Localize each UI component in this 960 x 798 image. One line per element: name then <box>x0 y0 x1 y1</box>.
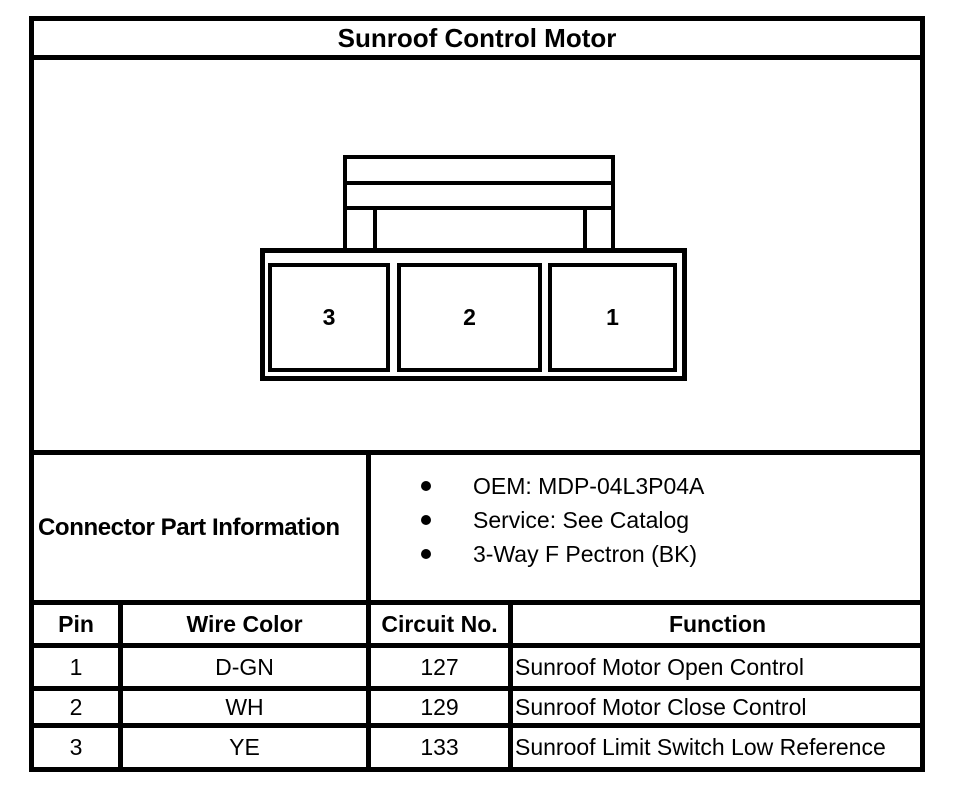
bullet-icon <box>421 481 431 491</box>
tab-divider-line <box>347 206 611 210</box>
cell-pin: 3 <box>34 728 123 767</box>
pin-cavity-1: 1 <box>548 263 677 372</box>
cell-function: Sunroof Limit Switch Low Reference <box>515 734 886 760</box>
header-function: Function <box>668 610 767 637</box>
cell-pin: 1 <box>34 648 123 686</box>
table-row: 2 WH 129 Sunroof Motor Close Control <box>34 691 920 728</box>
list-item: Service: See Catalog <box>371 503 920 537</box>
table-row: 3 YE 133 Sunroof Limit Switch Low Refere… <box>34 728 920 767</box>
pin-cavity-label: 2 <box>463 304 476 330</box>
part-info-type: 3-Way F Pectron (BK) <box>473 540 698 567</box>
part-info-service: Service: See Catalog <box>473 506 690 533</box>
connector-lock-tab <box>343 155 615 248</box>
cell-wire: WH <box>123 691 371 723</box>
connector-body: 3 2 1 <box>260 248 687 381</box>
page-title: Sunroof Control Motor <box>337 22 617 53</box>
pin-cavity-label: 1 <box>606 304 619 330</box>
tab-leg-line <box>583 210 587 248</box>
pin-cavity-2: 2 <box>397 263 542 372</box>
part-info-label: Connector Part Information <box>34 455 371 600</box>
part-info-bullet-list: OEM: MDP-04L3P04A Service: See Catalog 3… <box>371 455 920 600</box>
cell-circuit: 127 <box>371 648 513 686</box>
table-row: 1 D-GN 127 Sunroof Motor Open Control <box>34 648 920 691</box>
tab-leg-line <box>373 210 377 248</box>
cell-circuit: 133 <box>371 728 513 767</box>
cell-pin: 2 <box>34 691 123 723</box>
list-item: OEM: MDP-04L3P04A <box>371 469 920 503</box>
cell-function: Sunroof Motor Close Control <box>515 693 807 720</box>
part-info-oem: OEM: MDP-04L3P04A <box>473 472 705 499</box>
bullet-icon <box>421 515 431 525</box>
cell-circuit: 129 <box>371 691 513 723</box>
connector-info-sheet: Sunroof Control Motor 3 2 1 Connector Pa… <box>29 16 925 772</box>
tab-divider-line <box>347 181 611 185</box>
pin-cavity-3: 3 <box>268 263 390 372</box>
bullet-icon <box>421 549 431 559</box>
header-pin: Pin <box>34 605 123 643</box>
cell-wire: D-GN <box>123 648 371 686</box>
header-circuit-no: Circuit No. <box>371 605 513 643</box>
header-wire-color: Wire Color <box>123 605 371 643</box>
connector-diagram: 3 2 1 <box>34 60 920 455</box>
connector-part-info-row: Connector Part Information OEM: MDP-04L3… <box>34 455 920 605</box>
list-item: 3-Way F Pectron (BK) <box>371 537 920 571</box>
pin-cavity-label: 3 <box>322 304 336 330</box>
cell-function: Sunroof Motor Open Control <box>515 653 804 680</box>
pin-table-header-row: Pin Wire Color Circuit No. Function <box>34 605 920 648</box>
cell-wire: YE <box>123 728 371 767</box>
title-row: Sunroof Control Motor <box>34 21 920 60</box>
